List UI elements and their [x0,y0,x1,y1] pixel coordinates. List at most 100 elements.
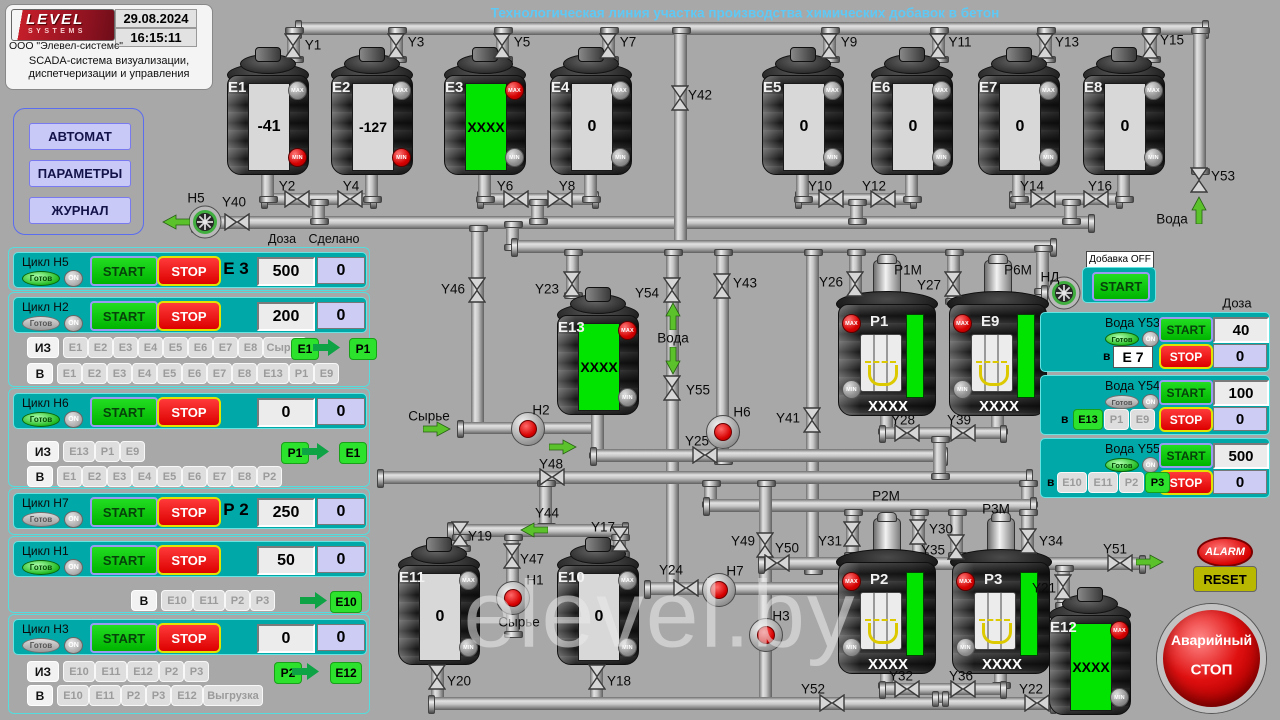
valve-Y2[interactable] [284,189,310,209]
water-chip-Р3[interactable]: Р3 [1145,472,1170,493]
valve-Y46[interactable] [467,277,487,303]
nav-button-1[interactable]: ПАРАМЕТРЫ [29,160,131,187]
cycle-start-button[interactable]: START [90,301,158,331]
valve-Y4[interactable] [337,189,363,209]
chip-Е2[interactable]: Е2 [82,363,107,384]
water-chip-Р1[interactable]: Р1 [1104,409,1129,430]
chip-Е11[interactable]: Е11 [193,590,225,611]
chip-Р3[interactable]: Р3 [146,685,171,706]
chip-Р3[interactable]: Р3 [250,590,275,611]
valve-Y23[interactable] [562,271,582,297]
valve-Y47[interactable] [502,543,522,569]
valve-Y52[interactable] [819,693,845,713]
water-chip-Е9[interactable]: Е9 [1130,409,1155,430]
valve-Y8[interactable] [547,189,573,209]
chip-Е3[interactable]: Е3 [107,363,132,384]
chip-Е5[interactable]: Е5 [163,337,188,358]
chip-Е8[interactable]: Е8 [232,466,257,487]
valve-Y9[interactable] [819,33,839,59]
chip-Е13[interactable]: Е13 [63,441,95,462]
valve-Y25[interactable] [692,445,718,465]
water-start-button[interactable]: START [1159,443,1213,468]
valve-Y54[interactable] [662,277,682,303]
chip-Е9[interactable]: Е9 [314,363,339,384]
chip-Р3[interactable]: Р3 [184,661,209,682]
valve-Y6[interactable] [503,189,529,209]
nav-button-2[interactable]: ЖУРНАЛ [29,197,131,224]
valve-Y39[interactable] [950,423,976,443]
chip-Е7[interactable]: Е7 [207,466,232,487]
chip-Е9[interactable]: Е9 [120,441,145,462]
valve-Y32[interactable] [894,679,920,699]
chip-Е8[interactable]: Е8 [238,337,263,358]
reset-button[interactable]: RESET [1193,566,1257,592]
cycle-stop-button[interactable]: STOP [157,256,221,286]
chip-Е11[interactable]: Е11 [95,661,127,682]
valve-Y41[interactable] [802,407,822,433]
valve-Y48[interactable] [539,467,565,487]
water-chip-Р2[interactable]: Р2 [1119,472,1144,493]
chip-Е10[interactable]: Е10 [63,661,95,682]
chip-Е10[interactable]: Е10 [57,685,89,706]
water-chip-Е10[interactable]: Е10 [1057,472,1087,493]
pump-ND[interactable] [1047,276,1081,310]
cycle-stop-button[interactable]: STOP [157,623,221,653]
valve-Y43[interactable] [712,273,732,299]
chip-Е8[interactable]: Е8 [232,363,257,384]
valve-Y36[interactable] [950,679,976,699]
chip-Е2[interactable]: Е2 [88,337,113,358]
water-stop-button[interactable]: STOP [1159,344,1213,369]
valve-Y24[interactable] [673,578,699,598]
valve-Y13[interactable] [1035,33,1055,59]
chip-Е7[interactable]: Е7 [213,337,238,358]
chip-Е2[interactable]: Е2 [82,466,107,487]
chip-Р2[interactable]: Р2 [225,590,250,611]
nav-button-0[interactable]: АВТОМАТ [29,123,131,150]
water-start-button[interactable]: START [1159,380,1213,405]
water-chip-Е11[interactable]: Е11 [1088,472,1118,493]
valve-Y22[interactable] [1024,693,1050,713]
cycle-start-button[interactable]: START [90,545,158,575]
chip-Е7[interactable]: Е7 [207,363,232,384]
valve-Y3[interactable] [386,33,406,59]
pump-H3[interactable] [749,618,783,652]
chip-Выгрузка[interactable]: Выгрузка [203,685,263,706]
water-start-button[interactable]: START [1159,317,1213,342]
valve-Y34[interactable] [1018,528,1038,554]
chip-Р1[interactable]: Р1 [95,441,120,462]
cycle-start-button[interactable]: START [90,497,158,527]
valve-Y17[interactable] [610,526,630,552]
pump-H7[interactable] [702,573,736,607]
chip-Е12[interactable]: Е12 [127,661,159,682]
valve-Y31[interactable] [842,521,862,547]
chip-Е6[interactable]: Е6 [182,466,207,487]
chip-Е5[interactable]: Е5 [157,363,182,384]
cycle-stop-button[interactable]: STOP [157,301,221,331]
chip-Е4[interactable]: Е4 [132,466,157,487]
pump-H5[interactable] [188,205,222,239]
chip-Е11[interactable]: Е11 [89,685,121,706]
valve-Y10[interactable] [818,189,844,209]
chip-Е1[interactable]: Е1 [57,363,82,384]
chip-Е10[interactable]: Е10 [161,590,193,611]
chip-Е1[interactable]: Е1 [57,466,82,487]
cycle-start-button[interactable]: START [90,397,158,427]
chip-Е12[interactable]: Е12 [171,685,203,706]
valve-Y42[interactable] [670,85,690,111]
valve-Y40[interactable] [224,212,250,232]
pump-H2[interactable] [511,412,545,446]
cycle-start-button[interactable]: START [90,623,158,653]
valve-Y18[interactable] [587,664,607,690]
valve-Y7[interactable] [598,33,618,59]
chip-Р2[interactable]: Р2 [121,685,146,706]
chip-Е13[interactable]: Е13 [257,363,289,384]
chip-Р1[interactable]: Р1 [289,363,314,384]
water-chip-Е13[interactable]: Е13 [1073,409,1103,430]
valve-Y20[interactable] [427,664,447,690]
valve-Y19[interactable] [450,521,470,547]
chip-Р2[interactable]: Р2 [159,661,184,682]
water-stop-button[interactable]: STOP [1159,407,1213,432]
chip-Е4[interactable]: Е4 [132,363,157,384]
valve-Y26[interactable] [845,271,865,297]
